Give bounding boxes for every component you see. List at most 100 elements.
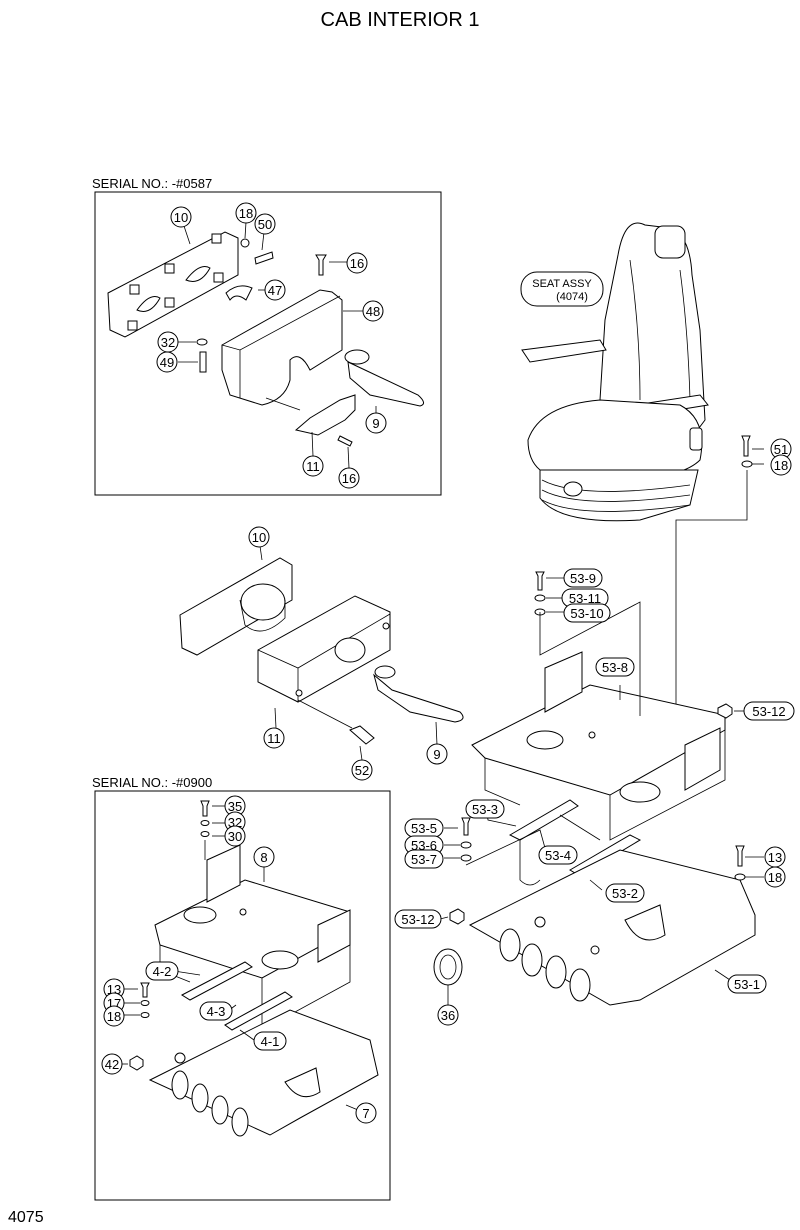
svg-text:49: 49 — [160, 355, 174, 370]
callout-mid-11: 11 — [263, 727, 285, 749]
svg-text:9: 9 — [433, 747, 440, 762]
page-number: 4075 — [8, 1209, 44, 1226]
callout-bot-8: 8 — [253, 846, 275, 868]
callout-seat-18: 18 — [770, 454, 792, 476]
callout-top-10: 10 — [170, 206, 192, 228]
svg-text:18: 18 — [774, 458, 788, 473]
svg-text:53-2: 53-2 — [612, 886, 638, 901]
callout-53-10: 53-10 — [563, 603, 611, 623]
svg-text:32: 32 — [161, 335, 175, 350]
callout-top-16a: 16 — [346, 252, 368, 274]
right-assembly-drawing — [433, 571, 764, 1006]
callout-top-11: 11 — [302, 455, 324, 477]
callout-bot-4-2: 4-2 — [145, 961, 179, 981]
cover-11-mid — [257, 595, 391, 703]
svg-text:16: 16 — [342, 471, 356, 486]
callout-53-12-b: 53-12 — [394, 909, 442, 929]
seat-cushion — [527, 399, 703, 481]
svg-text:7: 7 — [362, 1106, 369, 1121]
svg-text:18: 18 — [768, 870, 782, 885]
svg-text:53-8: 53-8 — [602, 660, 628, 675]
seat-base — [539, 469, 699, 522]
callout-53-2: 53-2 — [605, 883, 645, 903]
svg-text:42: 42 — [105, 1057, 119, 1072]
svg-text:53-12: 53-12 — [401, 912, 434, 927]
svg-text:9: 9 — [372, 416, 379, 431]
callout-top-32: 32 — [157, 331, 179, 353]
svg-text:11: 11 — [267, 731, 281, 746]
callout-top-47: 47 — [264, 279, 286, 301]
serial-box-bottom — [94, 790, 391, 1201]
callout-top-9: 9 — [365, 412, 387, 434]
serial-box-top — [94, 191, 442, 496]
callout-seat-51: 51 — [770, 438, 792, 460]
callout-53-8: 53-8 — [595, 657, 635, 677]
svg-text:47: 47 — [268, 283, 282, 298]
svg-text:10: 10 — [174, 210, 188, 225]
callout-bot-42: 42 — [101, 1053, 123, 1075]
callout-53-9: 53-9 — [563, 568, 603, 588]
callout-bot-18: 18 — [103, 1005, 125, 1027]
svg-text:53-9: 53-9 — [570, 571, 596, 586]
callout-mid-10: 10 — [248, 526, 270, 548]
svg-text:53-11: 53-11 — [569, 591, 601, 606]
seat-drawing — [520, 222, 764, 740]
seat-label-bubble — [520, 271, 604, 307]
middle-drawing — [179, 545, 464, 761]
svg-text:53-1: 53-1 — [734, 977, 760, 992]
callout-top-50: 50 — [254, 213, 276, 235]
callout-right-13: 13 — [764, 846, 786, 868]
page-title: CAB INTERIOR 1 — [321, 9, 480, 31]
svg-text:8: 8 — [260, 850, 267, 865]
callout-53-5: 53-5 — [404, 818, 444, 838]
callout-53-3: 53-3 — [465, 799, 505, 819]
svg-text:53-6: 53-6 — [411, 838, 437, 853]
svg-text:35: 35 — [228, 799, 242, 814]
callout-top-18: 18 — [235, 202, 257, 224]
svg-text:51: 51 — [774, 442, 788, 457]
seat-label-line2: (4074) — [556, 291, 588, 303]
serial-label-bottom: SERIAL NO.: -#0900 — [92, 775, 212, 790]
svg-text:30: 30 — [228, 829, 242, 844]
plate-10-mid — [179, 557, 293, 656]
svg-text:10: 10 — [252, 530, 266, 545]
callout-right-18: 18 — [764, 866, 786, 888]
svg-text:52: 52 — [355, 763, 369, 778]
callout-53-7: 53-7 — [404, 849, 444, 869]
callout-top-49: 49 — [156, 351, 178, 373]
callout-mid-9: 9 — [426, 743, 448, 765]
callout-53-11: 53-11 — [561, 588, 609, 608]
svg-text:4-3: 4-3 — [207, 1004, 226, 1019]
callout-mid-52: 52 — [351, 759, 373, 781]
svg-text:53-10: 53-10 — [570, 606, 603, 621]
svg-text:53-12: 53-12 — [752, 704, 785, 719]
svg-text:53-7: 53-7 — [411, 852, 437, 867]
lever-9-mid — [373, 673, 464, 723]
callout-bot-7: 7 — [355, 1102, 377, 1124]
svg-text:4-2: 4-2 — [153, 964, 172, 979]
callout-top-16b: 16 — [338, 467, 360, 489]
svg-text:53-5: 53-5 — [411, 821, 437, 836]
serial-label-top: SERIAL NO.: -#0587 — [92, 176, 212, 191]
callout-bot-4-3: 4-3 — [199, 1001, 233, 1021]
svg-text:48: 48 — [366, 304, 380, 319]
svg-text:53-3: 53-3 — [472, 802, 498, 817]
callout-bot-4-1: 4-1 — [253, 1031, 287, 1051]
callout-bot-30: 30 — [224, 825, 246, 847]
seat-label-line1: SEAT ASSY — [532, 278, 592, 290]
callout-right-36: 36 — [437, 1004, 459, 1026]
base-53-1 — [468, 849, 756, 1006]
svg-text:53-4: 53-4 — [545, 848, 571, 863]
callout-top-48: 48 — [362, 300, 384, 322]
armrest-left — [521, 339, 607, 363]
svg-text:13: 13 — [768, 850, 782, 865]
top-box-drawing — [107, 221, 424, 469]
callout-53-4: 53-4 — [538, 845, 578, 865]
callout-53-12-a: 53-12 — [743, 701, 795, 721]
svg-text:11: 11 — [306, 459, 320, 474]
headrest — [654, 225, 686, 259]
svg-text:36: 36 — [441, 1008, 455, 1023]
svg-text:16: 16 — [350, 256, 364, 271]
svg-text:18: 18 — [107, 1009, 121, 1024]
